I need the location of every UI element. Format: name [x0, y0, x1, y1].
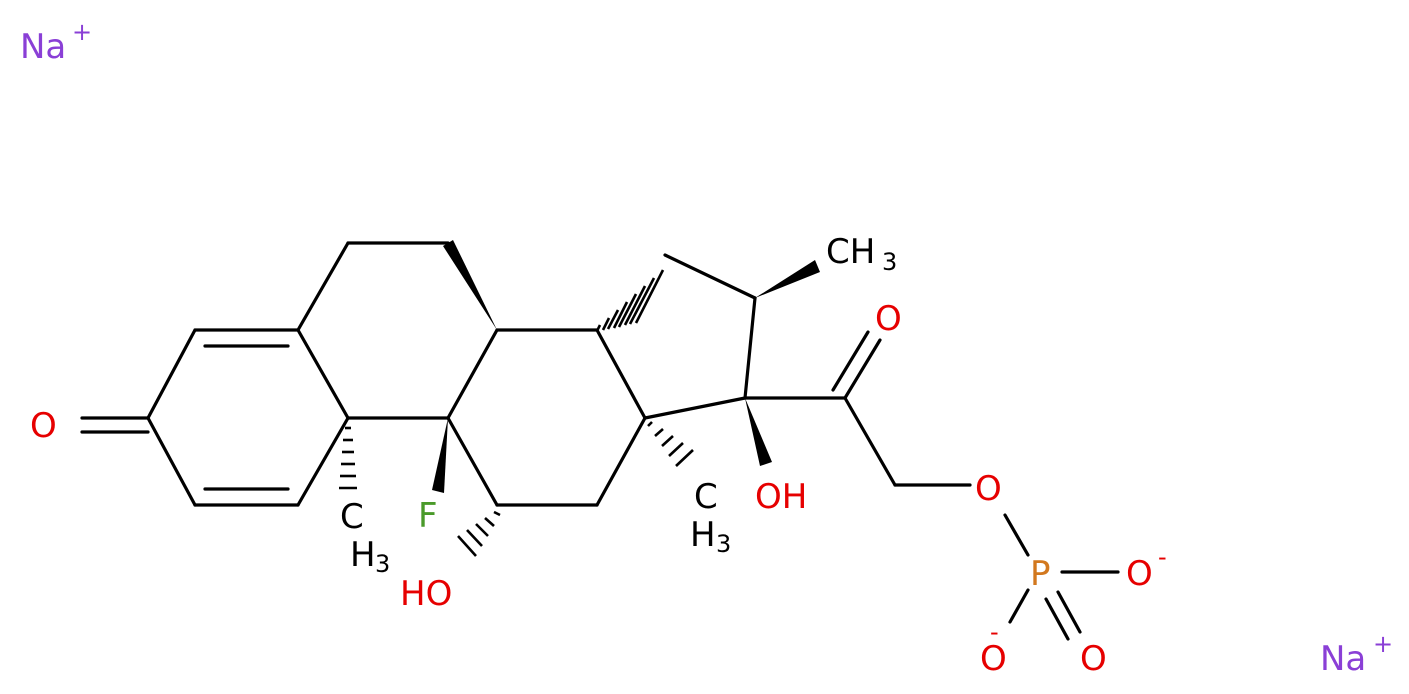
svg-text:O: O	[1126, 554, 1153, 594]
label-methyl-10: C H 3	[340, 497, 390, 578]
svg-text:-: -	[990, 618, 999, 646]
wedge-bond-8	[443, 240, 497, 330]
label-methyl-16: CH 3	[826, 232, 897, 276]
svg-text:3: 3	[882, 248, 897, 276]
svg-text:3: 3	[375, 550, 390, 578]
svg-text:O: O	[980, 639, 1007, 679]
wedge-bond-17-hydroxyl	[745, 398, 772, 466]
ring-d-bonds	[643, 253, 757, 420]
label-side-chain-oxygen: O	[875, 299, 902, 339]
hash-bond-14	[595, 269, 665, 332]
label-phosphate-o-double: O	[1080, 639, 1107, 679]
svg-text:Na: Na	[20, 27, 66, 67]
label-oh-11: HO	[400, 574, 452, 614]
ring-c-bonds	[446, 328, 647, 507]
ring-a-bonds	[80, 328, 350, 507]
label-ketone-oxygen: O	[30, 406, 57, 446]
label-phosphorus: P	[1030, 554, 1051, 594]
svg-text:C: C	[694, 477, 718, 517]
label-na-bottom: Na +	[1320, 630, 1393, 679]
svg-text:3: 3	[716, 530, 731, 558]
hash-bond-10-methyl	[339, 426, 357, 490]
svg-text:C: C	[340, 497, 364, 537]
svg-text:H: H	[350, 535, 376, 575]
svg-text:Na: Na	[1320, 639, 1366, 679]
svg-text:+: +	[72, 18, 92, 46]
svg-text:H: H	[690, 515, 716, 555]
label-oh-17: OH	[755, 477, 807, 517]
hash-bond-13-methyl	[647, 421, 694, 467]
svg-text:+: +	[1373, 630, 1393, 658]
wedge-bond-9-fluorine	[432, 418, 448, 493]
hash-bond-11-hydroxyl	[457, 510, 501, 557]
label-phosphate-o-right: O -	[1126, 543, 1167, 594]
label-ester-oxygen: O	[975, 469, 1002, 509]
label-na-top: Na +	[20, 18, 92, 67]
svg-text:CH: CH	[826, 232, 875, 272]
ring-b-bonds	[296, 241, 450, 420]
label-phosphate-o-left: O -	[980, 618, 1007, 679]
label-methyl-13: C H 3	[690, 477, 731, 558]
svg-text:-: -	[1158, 543, 1167, 571]
label-fluorine: F	[418, 496, 438, 536]
wedge-bond-16-methyl	[755, 260, 820, 298]
side-chain-bonds	[743, 330, 1120, 641]
